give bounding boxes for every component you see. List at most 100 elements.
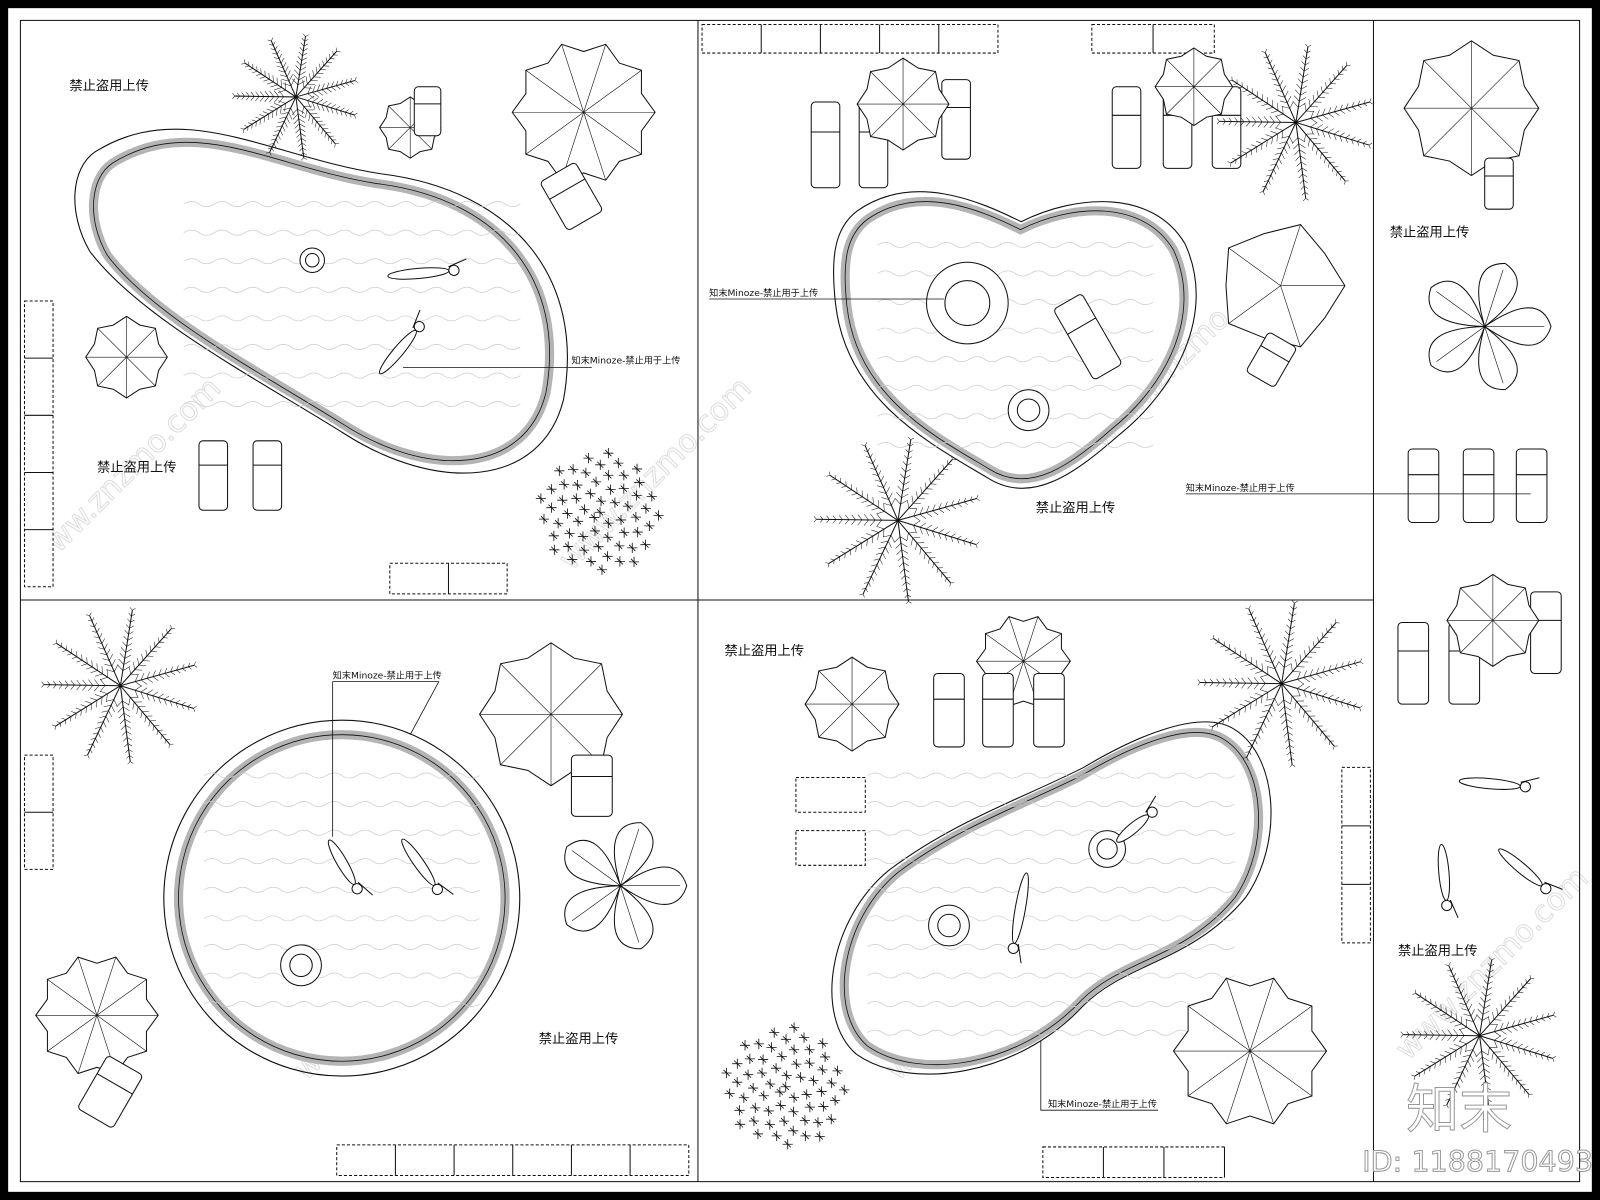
palm-leaflet <box>118 712 125 719</box>
palm-leaflet <box>1300 66 1305 72</box>
palm-leaflet <box>1305 198 1309 201</box>
lounger-icon <box>1462 448 1495 523</box>
palm-leaflet <box>1257 121 1263 128</box>
palm-leaflet <box>80 709 82 716</box>
palm-leaflet <box>866 533 874 537</box>
palm-frond <box>244 62 297 98</box>
palm-leaflet <box>1505 1039 1512 1045</box>
palm-leaflet <box>1511 1041 1518 1046</box>
palm-leaflet <box>303 43 309 47</box>
palm-tree-icon <box>1216 43 1373 202</box>
shrub-mark <box>640 503 652 514</box>
palm-leaflet <box>146 671 150 679</box>
palm-leaflet <box>331 81 334 88</box>
palm-leaflet <box>1255 670 1263 674</box>
palm-leaflet <box>270 84 278 88</box>
palm-leaflet <box>1460 988 1465 994</box>
palm-leaflet <box>1540 1054 1543 1060</box>
palm-frond <box>295 50 338 98</box>
palm-leaflet <box>1341 662 1344 668</box>
palm-leaflet <box>316 99 324 104</box>
palm-leaflet <box>867 493 869 501</box>
palm-leaflet <box>1230 652 1236 655</box>
palm-leaflet <box>1309 692 1313 700</box>
palm-leaflet <box>1228 117 1232 122</box>
palm-leaflet <box>849 549 852 556</box>
palm-leaflet <box>1256 660 1258 668</box>
umbrella-rib <box>561 44 584 113</box>
shrub-mark <box>559 479 570 490</box>
palm-leaflet <box>1416 996 1421 999</box>
shrub-mark <box>774 1086 785 1098</box>
palm-leaflet <box>938 469 940 475</box>
float-ring-icon <box>926 261 1009 345</box>
palm-leaflet <box>1228 716 1230 722</box>
palm-leaflet <box>1454 1023 1462 1027</box>
palm-leaflet <box>919 514 927 519</box>
palm-leaflet <box>276 125 283 128</box>
palm-leaflet <box>278 90 284 97</box>
swimmer-arm <box>1449 899 1459 919</box>
palm-leaflet <box>1351 139 1354 145</box>
palm-leaflet <box>1307 44 1312 48</box>
palm-leaflet <box>944 531 950 536</box>
palm-leaflet <box>915 542 918 550</box>
palm-leaflet <box>255 121 257 127</box>
palm-leaflet <box>90 697 98 701</box>
palm-leaflet <box>1278 158 1282 165</box>
palm-leaflet <box>302 152 307 156</box>
palm-leaflet <box>124 654 132 659</box>
palm-leaflet <box>164 739 166 744</box>
palm-leaflet <box>1294 149 1300 156</box>
palm-leaflet <box>1334 111 1340 116</box>
palm-leaflet <box>128 631 134 635</box>
palm-leaflet <box>1295 155 1301 161</box>
palm-leaflet <box>1301 192 1306 196</box>
palm-leaflet <box>1224 714 1230 717</box>
palm-leaflet <box>140 679 148 685</box>
palm-leaflet <box>304 39 309 42</box>
palm-leaflet <box>1289 612 1293 617</box>
palm-leaflet <box>1246 116 1251 122</box>
palm-leaflet <box>1285 630 1290 636</box>
palm-leaflet <box>103 704 112 708</box>
palm-leaflet <box>1296 84 1302 90</box>
ring-inner <box>1016 398 1041 422</box>
palm-leaflet <box>1406 1034 1410 1039</box>
palm-leaflet <box>236 92 240 97</box>
palm-leaflet <box>298 76 306 81</box>
palm-leaflet <box>926 505 930 513</box>
shrub-mark <box>799 1115 811 1126</box>
palm-frond <box>1264 52 1297 123</box>
palm-leaflet <box>901 467 906 473</box>
palm-leaflet <box>1256 637 1262 640</box>
palm-leaflet <box>1227 161 1232 164</box>
shrub-mark <box>763 1105 774 1117</box>
umbrella-rib <box>583 112 607 181</box>
palm-leaflet <box>1297 679 1305 685</box>
umbrella-icon <box>1446 573 1540 667</box>
palm-leaflet <box>1246 147 1252 151</box>
palm-leaflet <box>1234 121 1238 126</box>
palm-leaflet <box>1420 1067 1426 1070</box>
shrub-mark <box>653 510 664 521</box>
palm-frond <box>1213 638 1282 685</box>
palm-frond <box>1479 1035 1530 1095</box>
palm-leaflet <box>1210 638 1214 640</box>
pool-coping <box>173 730 510 1066</box>
palm-leaflet <box>279 130 284 136</box>
palm-leaflet <box>1288 738 1294 742</box>
inner-frame <box>19 19 1581 1183</box>
palm-leaflet <box>1478 1003 1485 1009</box>
leader-label: 知末Minoze-禁止用于上传 <box>1186 482 1295 494</box>
palm-leaflet <box>1483 1004 1491 1009</box>
watermark-logo: 知末 <box>1406 1079 1512 1141</box>
hedge-icon <box>336 1144 690 1177</box>
palm-leaflet <box>1316 667 1320 675</box>
palm-leaflet <box>1244 706 1246 713</box>
palm-leaflet <box>1310 110 1315 119</box>
palm-leaflet <box>128 697 131 706</box>
watermark-id: ID: 1188170493 <box>1362 1144 1593 1178</box>
palm-leaflet <box>152 676 159 681</box>
palm-leaflet <box>1302 55 1307 60</box>
